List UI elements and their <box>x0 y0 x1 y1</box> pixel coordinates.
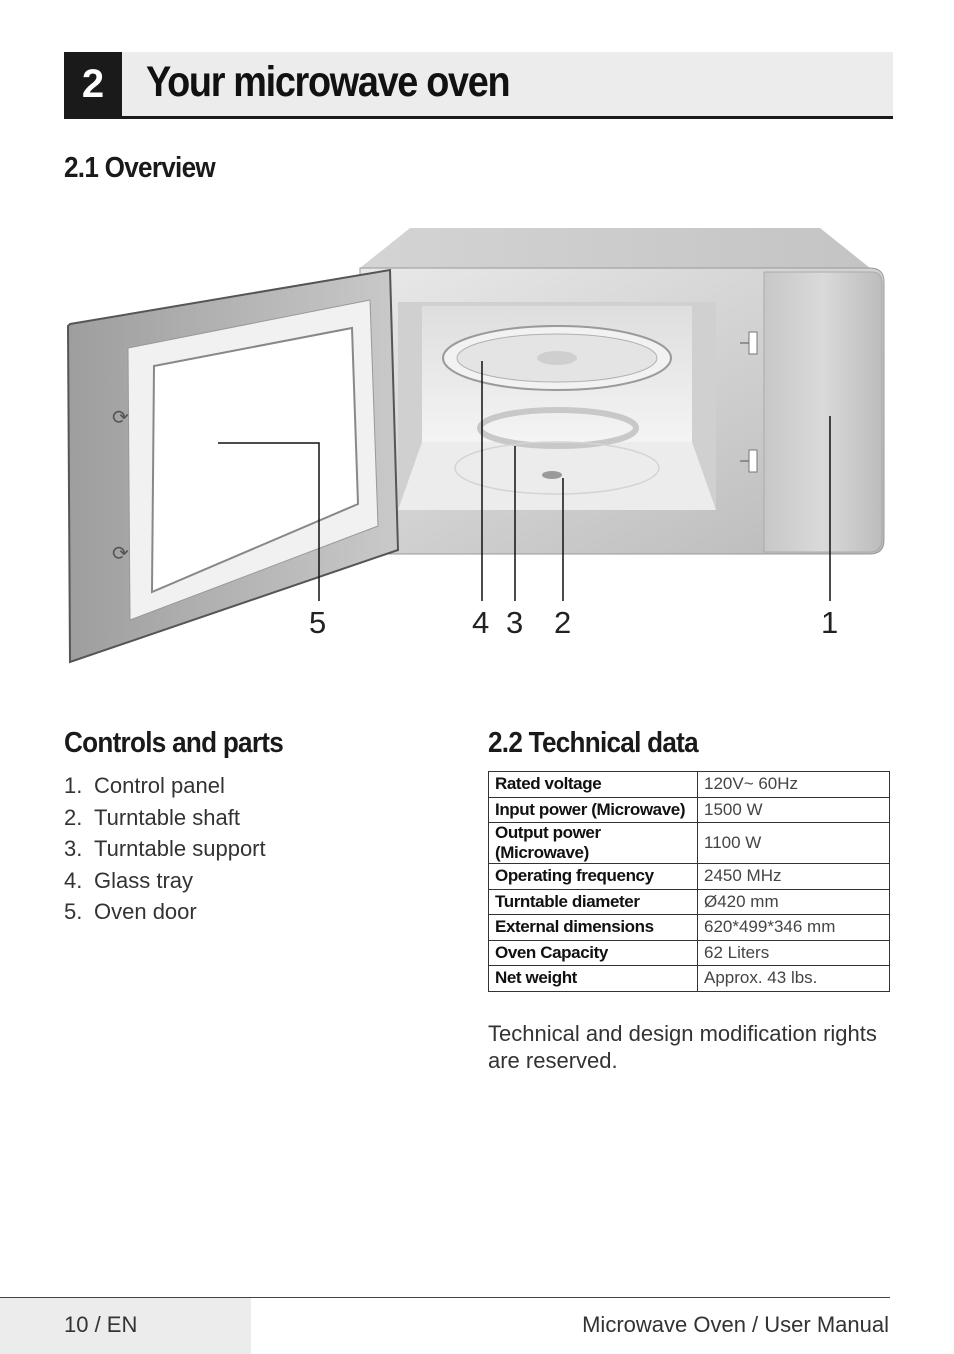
list-item: 5.Oven door <box>64 899 197 924</box>
controls-heading: Controls and parts <box>64 727 284 759</box>
oven-top <box>360 228 870 268</box>
turntable-support <box>477 407 639 449</box>
turntable-shaft <box>542 471 562 479</box>
callout-5: 5 <box>309 605 326 640</box>
footer-page-box <box>0 1298 251 1354</box>
callout-2: 2 <box>554 605 571 640</box>
page-number: 10 / EN <box>64 1312 138 1337</box>
chapter-title: Your microwave oven <box>146 58 511 106</box>
chapter-number: 2 <box>64 52 122 116</box>
overview-heading: 2.1 Overview <box>64 152 216 184</box>
table-row: Output power (Microwave)1100 W <box>488 822 890 864</box>
list-item: 4.Glass tray <box>64 867 194 893</box>
door-hook-icon: ⟳ <box>112 407 129 429</box>
callout-1: 1 <box>821 605 838 640</box>
control-panel <box>763 271 883 553</box>
footer-title: Microwave Oven / User Manual <box>582 1312 889 1337</box>
door-window <box>150 326 360 594</box>
parts-list: 1.Control panel 2.Turntable shaft 3.Turn… <box>64 770 266 928</box>
callout-4: 4 <box>472 605 489 640</box>
table-row: Input power (Microwave)1500 W <box>488 796 890 823</box>
footer-divider <box>0 1297 890 1298</box>
modification-note: Technical and design modification rights… <box>488 1021 877 1073</box>
latch-slot-top <box>748 331 758 355</box>
callout-3: 3 <box>506 605 523 640</box>
door-hook-icon: ⟳ <box>112 543 129 565</box>
list-item: 2.Turntable shaft <box>64 804 240 830</box>
latch-slot-bottom <box>748 449 758 473</box>
list-item: 3.Turntable support <box>64 836 266 861</box>
technical-heading: 2.2 Technical data <box>488 727 699 759</box>
list-item: 1.Control panel <box>64 773 225 798</box>
microwave-diagram: ⟳ ⟳ 5 4 3 2 1 <box>66 228 885 664</box>
chapter-header: 2 Your microwave oven <box>64 52 893 119</box>
